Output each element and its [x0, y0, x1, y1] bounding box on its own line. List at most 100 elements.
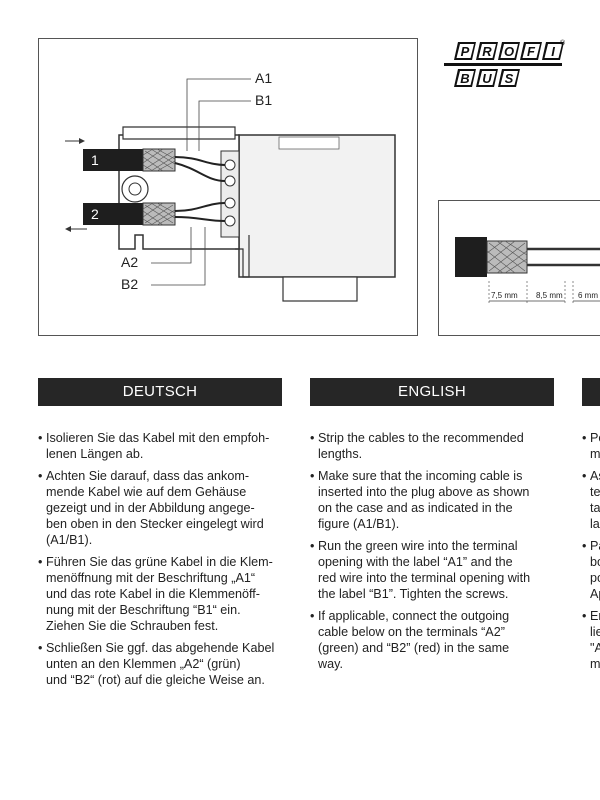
bullet-dot: • [310, 539, 315, 553]
instruction-line: m [590, 447, 600, 461]
section-header-english: ENGLISH [310, 378, 554, 406]
logo-tile-inner [522, 44, 540, 58]
instruction-line: Ziehen Sie die Schrauben fest. [46, 619, 219, 633]
instruction-line: figure (A1/B1). [318, 517, 400, 531]
instruction-line: ta [590, 501, 600, 515]
instruction-bullet: •Run the green wire into the terminal ope… [310, 538, 556, 602]
bullet-dot: • [310, 431, 315, 445]
bullet-dot: • [582, 539, 587, 553]
label-b2: B2 [121, 276, 138, 292]
registered-mark: ® [560, 39, 566, 47]
instruction-line: red wire into the terminal opening with [318, 571, 531, 585]
instruction-line: Schließen Sie ggf. das abgehende Kabel [46, 641, 275, 655]
logo-tile-inner [544, 44, 562, 58]
instruction-bullet: •Strip the cables to the recommended leng… [310, 430, 556, 462]
logo-letter: R [482, 44, 492, 59]
bullet-dot: • [38, 555, 43, 569]
instruction-line: inserted into the plug above as shown [318, 485, 530, 499]
third-language-instructions: •Pem•Astetala•PabopoAp•Erlie"Am [582, 430, 600, 678]
label-a1: A1 [255, 70, 272, 86]
instruction-line: bo [590, 555, 600, 569]
instruction-line: und “B2“ (rot) auf die gleiche Weise an. [46, 673, 265, 687]
label-a2: A2 [121, 254, 138, 270]
instruction-bullet: •Schließen Sie ggf. das abgehende Kabel u… [38, 640, 284, 688]
label-b1: B1 [255, 92, 272, 108]
instruction-line: menöffnung mit der Beschriftung „A1“ [46, 571, 256, 585]
instruction-line: Strip the cables to the recommended [318, 431, 524, 445]
instruction-bullet: •Pa bo poAp [582, 538, 600, 602]
logo-tile-inner [478, 44, 496, 58]
logo-letter: U [482, 71, 492, 86]
section-header-deutsch: DEUTSCH [38, 378, 282, 406]
connector-drawing: A1 B1 A2 B2 1 2 [65, 70, 396, 302]
instruction-line: lie [590, 625, 600, 639]
instruction-line: m [590, 657, 600, 671]
bullet-dot: • [582, 469, 587, 483]
instruction-line: Pe [590, 431, 600, 445]
instruction-line: nung mit der Beschriftung “B1“ ein. [46, 603, 241, 617]
instruction-line: unten an den Klemmen „A2“ (grün) [46, 657, 241, 671]
bullet-dot: • [582, 431, 587, 445]
instruction-bullet: •Make sure that the incoming cable is ins… [310, 468, 556, 532]
instruction-line: way. [318, 657, 343, 671]
logo-tile-inner [456, 71, 474, 85]
logo-tile-inner [500, 71, 518, 85]
instruction-line: Isolieren Sie das Kabel mit den empfoh- [46, 431, 270, 445]
instruction-line: opening with the label “A1” and the [318, 555, 513, 569]
dim-1: 7,5 mm [491, 291, 518, 300]
instruction-line: If applicable, connect the outgoing [318, 609, 510, 623]
instruction-bullet: •Pe m [582, 430, 600, 462]
cable-2-label: 2 [91, 206, 99, 222]
instruction-bullet: •Isolieren Sie das Kabel mit den empfoh-… [38, 430, 284, 462]
logo-letter: F [527, 44, 536, 59]
deutsch-instructions: •Isolieren Sie das Kabel mit den empfoh-… [38, 430, 284, 694]
bullet-dot: • [582, 609, 587, 623]
logo-letter: O [504, 44, 514, 59]
cable-strip-drawing: 7,5 mm 8,5 mm 6 mm [455, 237, 600, 305]
bullet-dot: • [38, 641, 43, 655]
cable-strip-diagram: 7,5 mm 8,5 mm 6 mm [438, 200, 600, 336]
instruction-line: und das rote Kabel in die Klemmenöff- [46, 587, 260, 601]
instruction-line: po [590, 571, 600, 585]
instruction-bullet: •As te ta la [582, 468, 600, 532]
cable-1-label: 1 [91, 152, 99, 168]
connector-diagram: A1 B1 A2 B2 1 2 [38, 38, 418, 336]
bullet-dot: • [38, 469, 43, 483]
logo-letter: P [461, 44, 470, 59]
instruction-bullet: •Achten Sie darauf, dass das ankom-mende… [38, 468, 284, 548]
logo-tile-inner [456, 44, 474, 58]
instruction-line: Make sure that the incoming cable is [318, 469, 523, 483]
section-header-third [582, 378, 600, 406]
dim-3: 6 mm [578, 291, 598, 300]
instruction-line: (green) and “B2” (red) in the same [318, 641, 510, 655]
instruction-line: As [590, 469, 600, 483]
bullet-dot: • [38, 431, 43, 445]
instruction-line: Run the green wire into the terminal [318, 539, 518, 553]
instruction-line: te [590, 485, 600, 499]
logo-letter: I [551, 44, 555, 59]
instruction-bullet: •Führen Sie das grüne Kabel in die Klem-… [38, 554, 284, 634]
instruction-line: lenen Längen ab. [46, 447, 144, 461]
instruction-line: Ap [590, 587, 600, 601]
instruction-line: lengths. [318, 447, 363, 461]
instruction-line: Führen Sie das grüne Kabel in die Klem- [46, 555, 273, 569]
instruction-line: "A [590, 641, 600, 655]
instruction-line: Er [590, 609, 600, 623]
instruction-line: on the case and as indicated in the [318, 501, 513, 515]
logo-letter: S [505, 71, 514, 86]
instruction-line: la [590, 517, 600, 531]
instruction-line: gezeigt und in der Abbildung angege- [46, 501, 255, 515]
logo-tile-inner [500, 44, 518, 58]
instruction-line: (A1/B1). [46, 533, 93, 547]
bullet-dot: • [310, 609, 315, 623]
instruction-line: mende Kabel wie auf dem Gehäuse [46, 485, 247, 499]
instruction-line: Achten Sie darauf, dass das ankom- [46, 469, 250, 483]
bullet-dot: • [310, 469, 315, 483]
instruction-line: ben oben in den Stecker eingelegt wird [46, 517, 264, 531]
logo-tile-inner [478, 71, 496, 85]
instruction-line: Pa [590, 539, 600, 553]
